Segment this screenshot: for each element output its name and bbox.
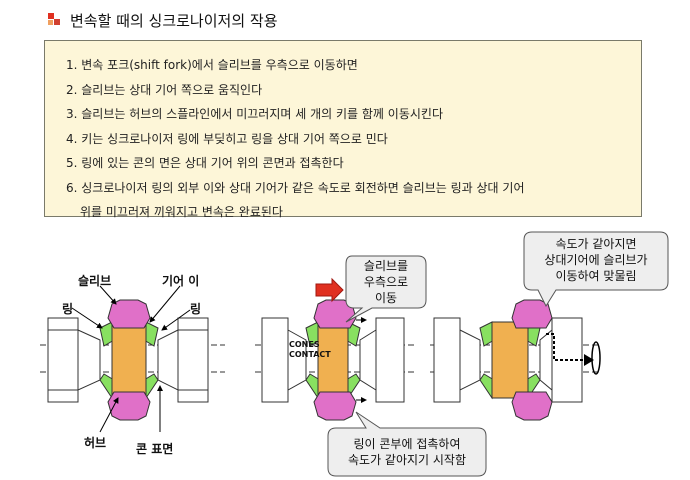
left-gear-block xyxy=(47,317,79,403)
hub xyxy=(111,321,147,399)
diagram-cones-contact xyxy=(255,255,487,477)
step-3: 3. 슬리브는 허브의 스플라인에서 미끄러지며 세 개의 키를 함께 이동시킨… xyxy=(66,107,443,121)
label-cone-surface: 콘 표면 xyxy=(136,442,174,456)
label-sleeve: 슬리브 xyxy=(78,274,112,288)
label-cones-contact: CONES CONTACT xyxy=(289,340,331,359)
sleeve-top xyxy=(107,299,151,329)
diagram-engaged xyxy=(430,231,669,421)
rotation-arrow xyxy=(546,333,588,361)
label-ring-right: 링 xyxy=(190,302,202,316)
callout-move-bubble xyxy=(345,255,427,323)
callout-move-right: 슬리브를 우측으로 이동 xyxy=(363,259,409,305)
step-6-continued: 위를 미끄러져 끼워지고 변속은 완료된다 xyxy=(80,205,283,219)
step-5: 5. 링에 있는 콘의 면은 상대 기어 위의 콘면과 접촉한다 xyxy=(66,156,344,170)
label-ring-left: 링 xyxy=(62,302,74,316)
title-bullet-icon xyxy=(48,13,62,27)
rotation-icon xyxy=(591,341,601,375)
callout-contact: 링이 콘부에 접촉하여 속도가 같아지기 시작함 xyxy=(347,437,467,467)
right-gear-block xyxy=(177,317,209,403)
step-6: 6. 싱크로나이저 링의 외부 이와 상대 기어가 같은 속도로 회전하면 슬리… xyxy=(66,180,525,195)
page-title: 변속할 때의 싱크로나이저의 작용 xyxy=(70,12,278,30)
sleeve-bottom xyxy=(107,391,151,421)
diagram-neutral xyxy=(40,285,225,433)
steps-list: 1. 변속 포크(shift fork)에서 슬리브를 우측으로 이동하면 2.… xyxy=(66,53,524,225)
right-cone xyxy=(157,329,179,391)
callout-speed-bubble xyxy=(523,231,669,308)
left-cone xyxy=(77,329,101,391)
label-gear-tooth: 기어 이 xyxy=(162,274,200,288)
callout-same-speed: 속도가 같아지면 상대기어에 슬리브가 이동하여 맞물림 xyxy=(544,237,648,283)
steps-box xyxy=(44,40,642,217)
move-right-arrow-icon xyxy=(315,277,344,303)
callout-contact-bubble xyxy=(327,411,487,477)
step-1: 1. 변속 포크(shift fork)에서 슬리브를 우측으로 이동하면 xyxy=(66,58,358,72)
label-hub: 허브 xyxy=(84,436,107,450)
step-2: 2. 슬리브는 상대 기어 쪽으로 움직인다 xyxy=(66,82,263,97)
step-4: 4. 키는 싱크로나이저 링에 부딪히고 링을 상대 기어 쪽으로 민다 xyxy=(66,131,388,146)
